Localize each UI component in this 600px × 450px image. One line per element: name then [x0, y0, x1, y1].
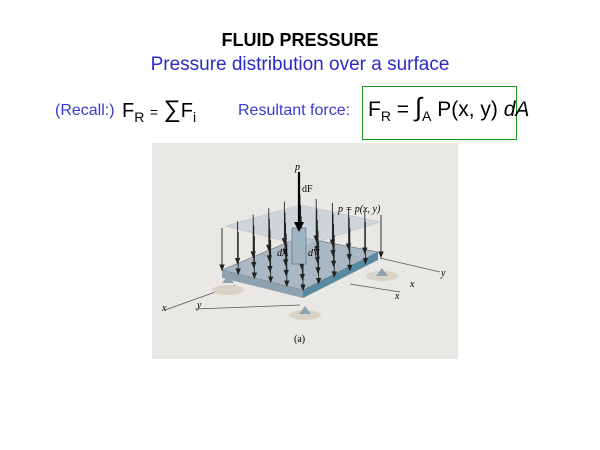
differential: dA: [503, 98, 530, 121]
eq-rhs: F: [180, 100, 193, 122]
pressure-surface: [225, 204, 381, 247]
integral-symbol: ∫: [414, 92, 423, 122]
label-p: p: [294, 162, 300, 173]
recall-label: (Recall:): [55, 102, 115, 119]
sum-symbol: ∑: [163, 96, 181, 123]
pressure-arrow-head: [284, 280, 290, 288]
label-x-right-2: x: [394, 291, 400, 302]
label-y-right: y: [440, 268, 446, 279]
eq-lhs: F: [368, 98, 381, 121]
eq-op: =: [396, 98, 410, 121]
plate-front: [222, 270, 303, 298]
pressure-arrow-head: [347, 264, 353, 272]
support-front: [299, 306, 311, 314]
pressure-arrow-head: [267, 276, 274, 284]
eq-rhs-sub: i: [192, 109, 197, 125]
eq-lhs-sub: R: [380, 108, 391, 124]
eq-lhs: F: [122, 100, 135, 122]
slide-title: FLUID PRESSURE: [221, 30, 379, 50]
pressure-figure: p dF p = p(x, y) dA dV x y y x x (a): [152, 143, 458, 359]
y-axis-right: [379, 257, 441, 273]
figure-caption: (a): [294, 334, 305, 345]
pressure-arrow-head: [219, 264, 225, 272]
pressure-arrow-head: [300, 284, 306, 292]
resultant-equation: FR = ∫A P(x, y) dA: [368, 92, 530, 124]
label-y-left: y: [196, 300, 202, 311]
label-x-right: x: [409, 279, 415, 290]
recall-equation: FR = ∑Fi: [122, 96, 197, 125]
integral-sub: A: [422, 108, 432, 124]
support-left: [222, 276, 234, 283]
pressure-arrow-head: [378, 251, 384, 259]
label-dV: dV: [308, 248, 321, 259]
support-right: [376, 268, 388, 276]
slide-subtitle: Pressure distribution over a surface: [150, 54, 450, 75]
eq-lhs-sub: R: [134, 109, 145, 125]
pressure-arrow-head: [235, 268, 241, 276]
label-x-left: x: [161, 303, 167, 314]
pressure-arrow-head: [331, 271, 337, 279]
pressure-arrow-head: [251, 272, 258, 280]
plate-side: [303, 252, 378, 298]
volume-element: [291, 227, 307, 265]
integrand: P(x, y): [437, 98, 498, 121]
pressure-arrow-head: [315, 277, 322, 285]
label-dF: dF: [302, 184, 313, 195]
label-dA: dA: [277, 248, 289, 259]
formula-box: [362, 86, 517, 140]
eq-op: =: [149, 104, 159, 120]
pressure-arrow-head: [362, 258, 369, 265]
label-p-eq: p = p(x, y): [337, 204, 381, 215]
resultant-label: Resultant force:: [238, 102, 351, 119]
